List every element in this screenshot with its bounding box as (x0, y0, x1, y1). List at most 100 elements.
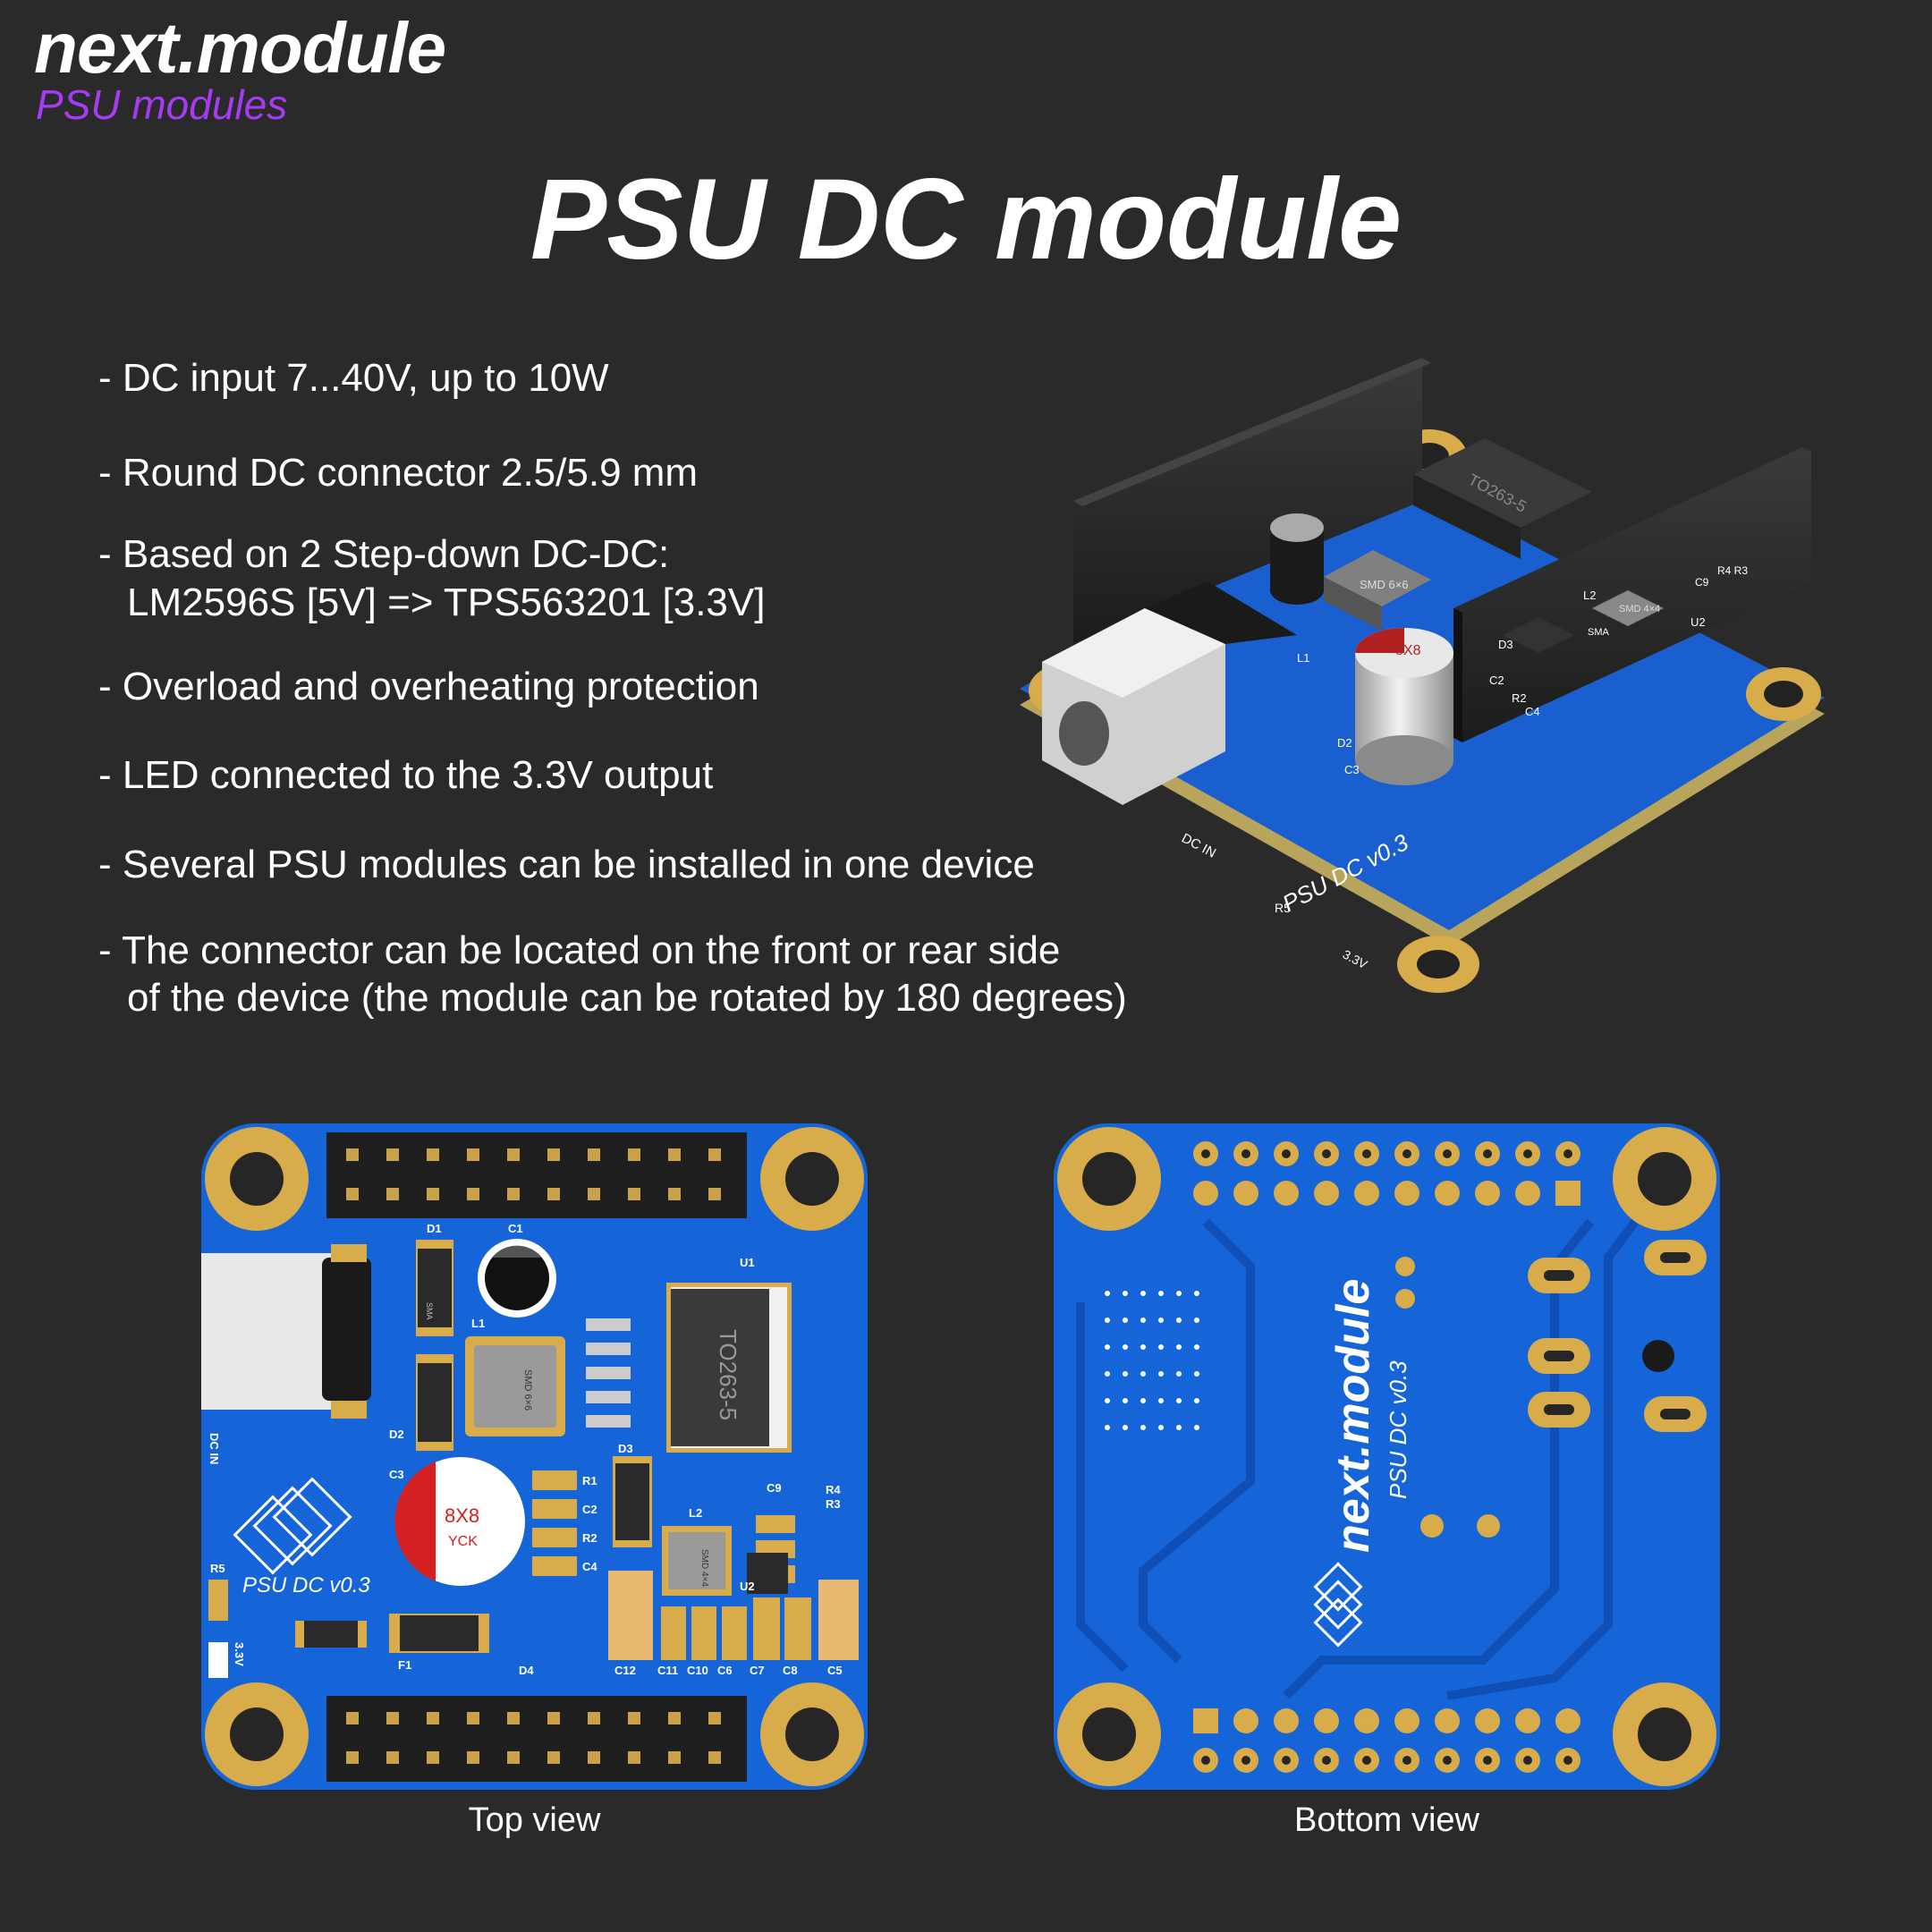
r5-label: R5 (1275, 901, 1291, 915)
ref-c1: C1 (508, 1222, 523, 1235)
board-bottom-view: next.module PSU DC v0.3 (1054, 1123, 1720, 1790)
board-label: PSU DC v0.3 (242, 1573, 370, 1597)
ref-c7: C7 (750, 1664, 765, 1677)
next-module-logo-icon (1313, 1562, 1363, 1648)
brand-logo-text: next.module (34, 8, 446, 88)
diode-d4 (389, 1614, 489, 1653)
test-pads (1395, 1257, 1500, 1538)
feature-item: - LED connected to the 3.3V output (98, 751, 1261, 800)
ref-r4: R4 (826, 1483, 841, 1496)
sma-label: SMA (425, 1302, 434, 1320)
header-pads-bottom (1193, 1708, 1580, 1773)
inductor-label: SMD 6×6 (522, 1369, 533, 1411)
sma-label: SMA (1588, 627, 1610, 638)
ref-d2: D2 (1337, 736, 1352, 750)
ref-l1: L1 (1297, 651, 1309, 665)
ref-d1: D1 (427, 1222, 442, 1235)
ref-c2: C2 (1489, 674, 1504, 687)
diode-d2 (416, 1354, 453, 1451)
mounting-hole (1057, 1127, 1161, 1231)
dc-in-label: DC IN (1179, 831, 1218, 861)
ref-c9: C9 (1695, 576, 1709, 589)
ref-u2: U2 (1690, 615, 1706, 629)
pin-header-bottom (326, 1696, 747, 1782)
ref-l2: L2 (1583, 589, 1596, 602)
ic-label: TO263-5 (715, 1329, 741, 1420)
ic-u2 (747, 1553, 788, 1594)
ref-d2: D2 (389, 1428, 404, 1441)
ref-r4-r3: R4 R3 (1717, 564, 1748, 577)
ref-c8: C8 (783, 1664, 798, 1677)
page-title: PSU DC module (530, 156, 1402, 284)
ref-r2: R2 (1512, 691, 1527, 705)
ref-r1: R1 (582, 1474, 597, 1487)
inductor-l1: SMD 6×6 (465, 1336, 565, 1436)
to263-ic: TO263-5 (1413, 438, 1592, 559)
ref-c3: C3 (1344, 763, 1360, 776)
mounting-hole (1746, 667, 1821, 721)
ref-l1: L1 (471, 1317, 485, 1330)
fuse-f1 (295, 1621, 367, 1648)
ref-d3: D3 (1498, 638, 1513, 651)
feature-text-cont: LM2596S [5V] => TPS563201 [3.3V] (127, 580, 766, 625)
cap-brand-label: YCK (448, 1534, 478, 1549)
ref-r2: R2 (582, 1531, 597, 1545)
board-3d-render: TO263-5 SMD 6×6 8X8 SMD 4×4 DC IN PSU DC… (1020, 358, 1825, 993)
inductor-small-label: SMD 4×4 (1619, 604, 1660, 614)
feature-item: - The connector can be located on the fr… (98, 927, 1261, 1022)
ref-c12: C12 (614, 1664, 636, 1677)
feature-text: - The connector can be located on the fr… (98, 928, 1061, 972)
electrolytic-c1 (478, 1239, 556, 1318)
bottom-view-caption: Bottom view (1294, 1801, 1479, 1839)
ref-r3: R3 (826, 1497, 841, 1511)
feature-text: - LED connected to the 3.3V output (98, 753, 714, 798)
ref-c9: C9 (767, 1481, 782, 1495)
pad-holes (1201, 1149, 1572, 1765)
pin-header-top (326, 1132, 747, 1218)
feature-list: - DC input 7...40V, up to 10W - Round DC… (98, 354, 1261, 1053)
mounting-hole (1057, 1682, 1161, 1786)
cap-label: 8X8 (445, 1504, 479, 1527)
cap-label: 8X8 (1395, 643, 1421, 658)
feature-item: - Based on 2 Step-down DC-DC:LM2596S [5V… (98, 530, 1261, 626)
bottom-board-label: PSU DC v0.3 (1385, 1360, 1411, 1499)
dc-in-label: DC IN (208, 1433, 221, 1464)
feature-text-cont: of the device (the module can be rotated… (127, 976, 1127, 1021)
mounting-hole (205, 1682, 309, 1786)
ref-l2: L2 (689, 1506, 702, 1520)
pcb-top (201, 1123, 868, 1790)
mounting-hole (1613, 1127, 1716, 1231)
feature-item: - DC input 7...40V, up to 10W (98, 354, 1261, 402)
feature-item: - Several PSU modules can be installed i… (98, 841, 1261, 889)
inductor-small-label: SMD 4×4 (699, 1549, 709, 1587)
feature-text: - Several PSU modules can be installed i… (98, 843, 1035, 887)
ref-d3: D3 (618, 1442, 633, 1455)
diode-d3 (613, 1456, 652, 1547)
dc-jack-locator-hole (1642, 1340, 1674, 1372)
smd-electrolytic-cap: 8X8 (1355, 628, 1453, 785)
diode-d1: SMA (416, 1240, 453, 1336)
ref-c5: C5 (827, 1664, 843, 1677)
dc-jack (201, 1244, 371, 1419)
feature-text: - Based on 2 Step-down DC-DC: (98, 532, 670, 577)
feature-item: - Overload and overheating protection (98, 663, 1261, 711)
inductor-label: SMD 6×6 (1360, 578, 1409, 591)
ref-c6: C6 (717, 1664, 733, 1677)
dc-jack (1042, 581, 1297, 805)
mounting-hole (760, 1682, 864, 1786)
bottom-brand-text: next.module (1327, 1279, 1379, 1553)
feature-item: - Round DC connector 2.5/5.9 mm (98, 449, 1261, 497)
diode-sma (1503, 617, 1574, 653)
ref-c10: C10 (687, 1664, 708, 1677)
inductor-l2: SMD 4×4 (662, 1526, 732, 1596)
ref-c11: C11 (657, 1664, 678, 1677)
via-grid (1105, 1291, 1199, 1430)
led-label: 3.3V (1341, 947, 1371, 972)
electrolytic-cap (1270, 513, 1324, 605)
next-module-logo-icon (233, 1477, 352, 1575)
inductor-smd-big: SMD 6×6 (1324, 550, 1431, 631)
ref-c4: C4 (1525, 705, 1540, 718)
ref-c4: C4 (582, 1560, 597, 1573)
led-label: 3.3V (233, 1642, 246, 1666)
